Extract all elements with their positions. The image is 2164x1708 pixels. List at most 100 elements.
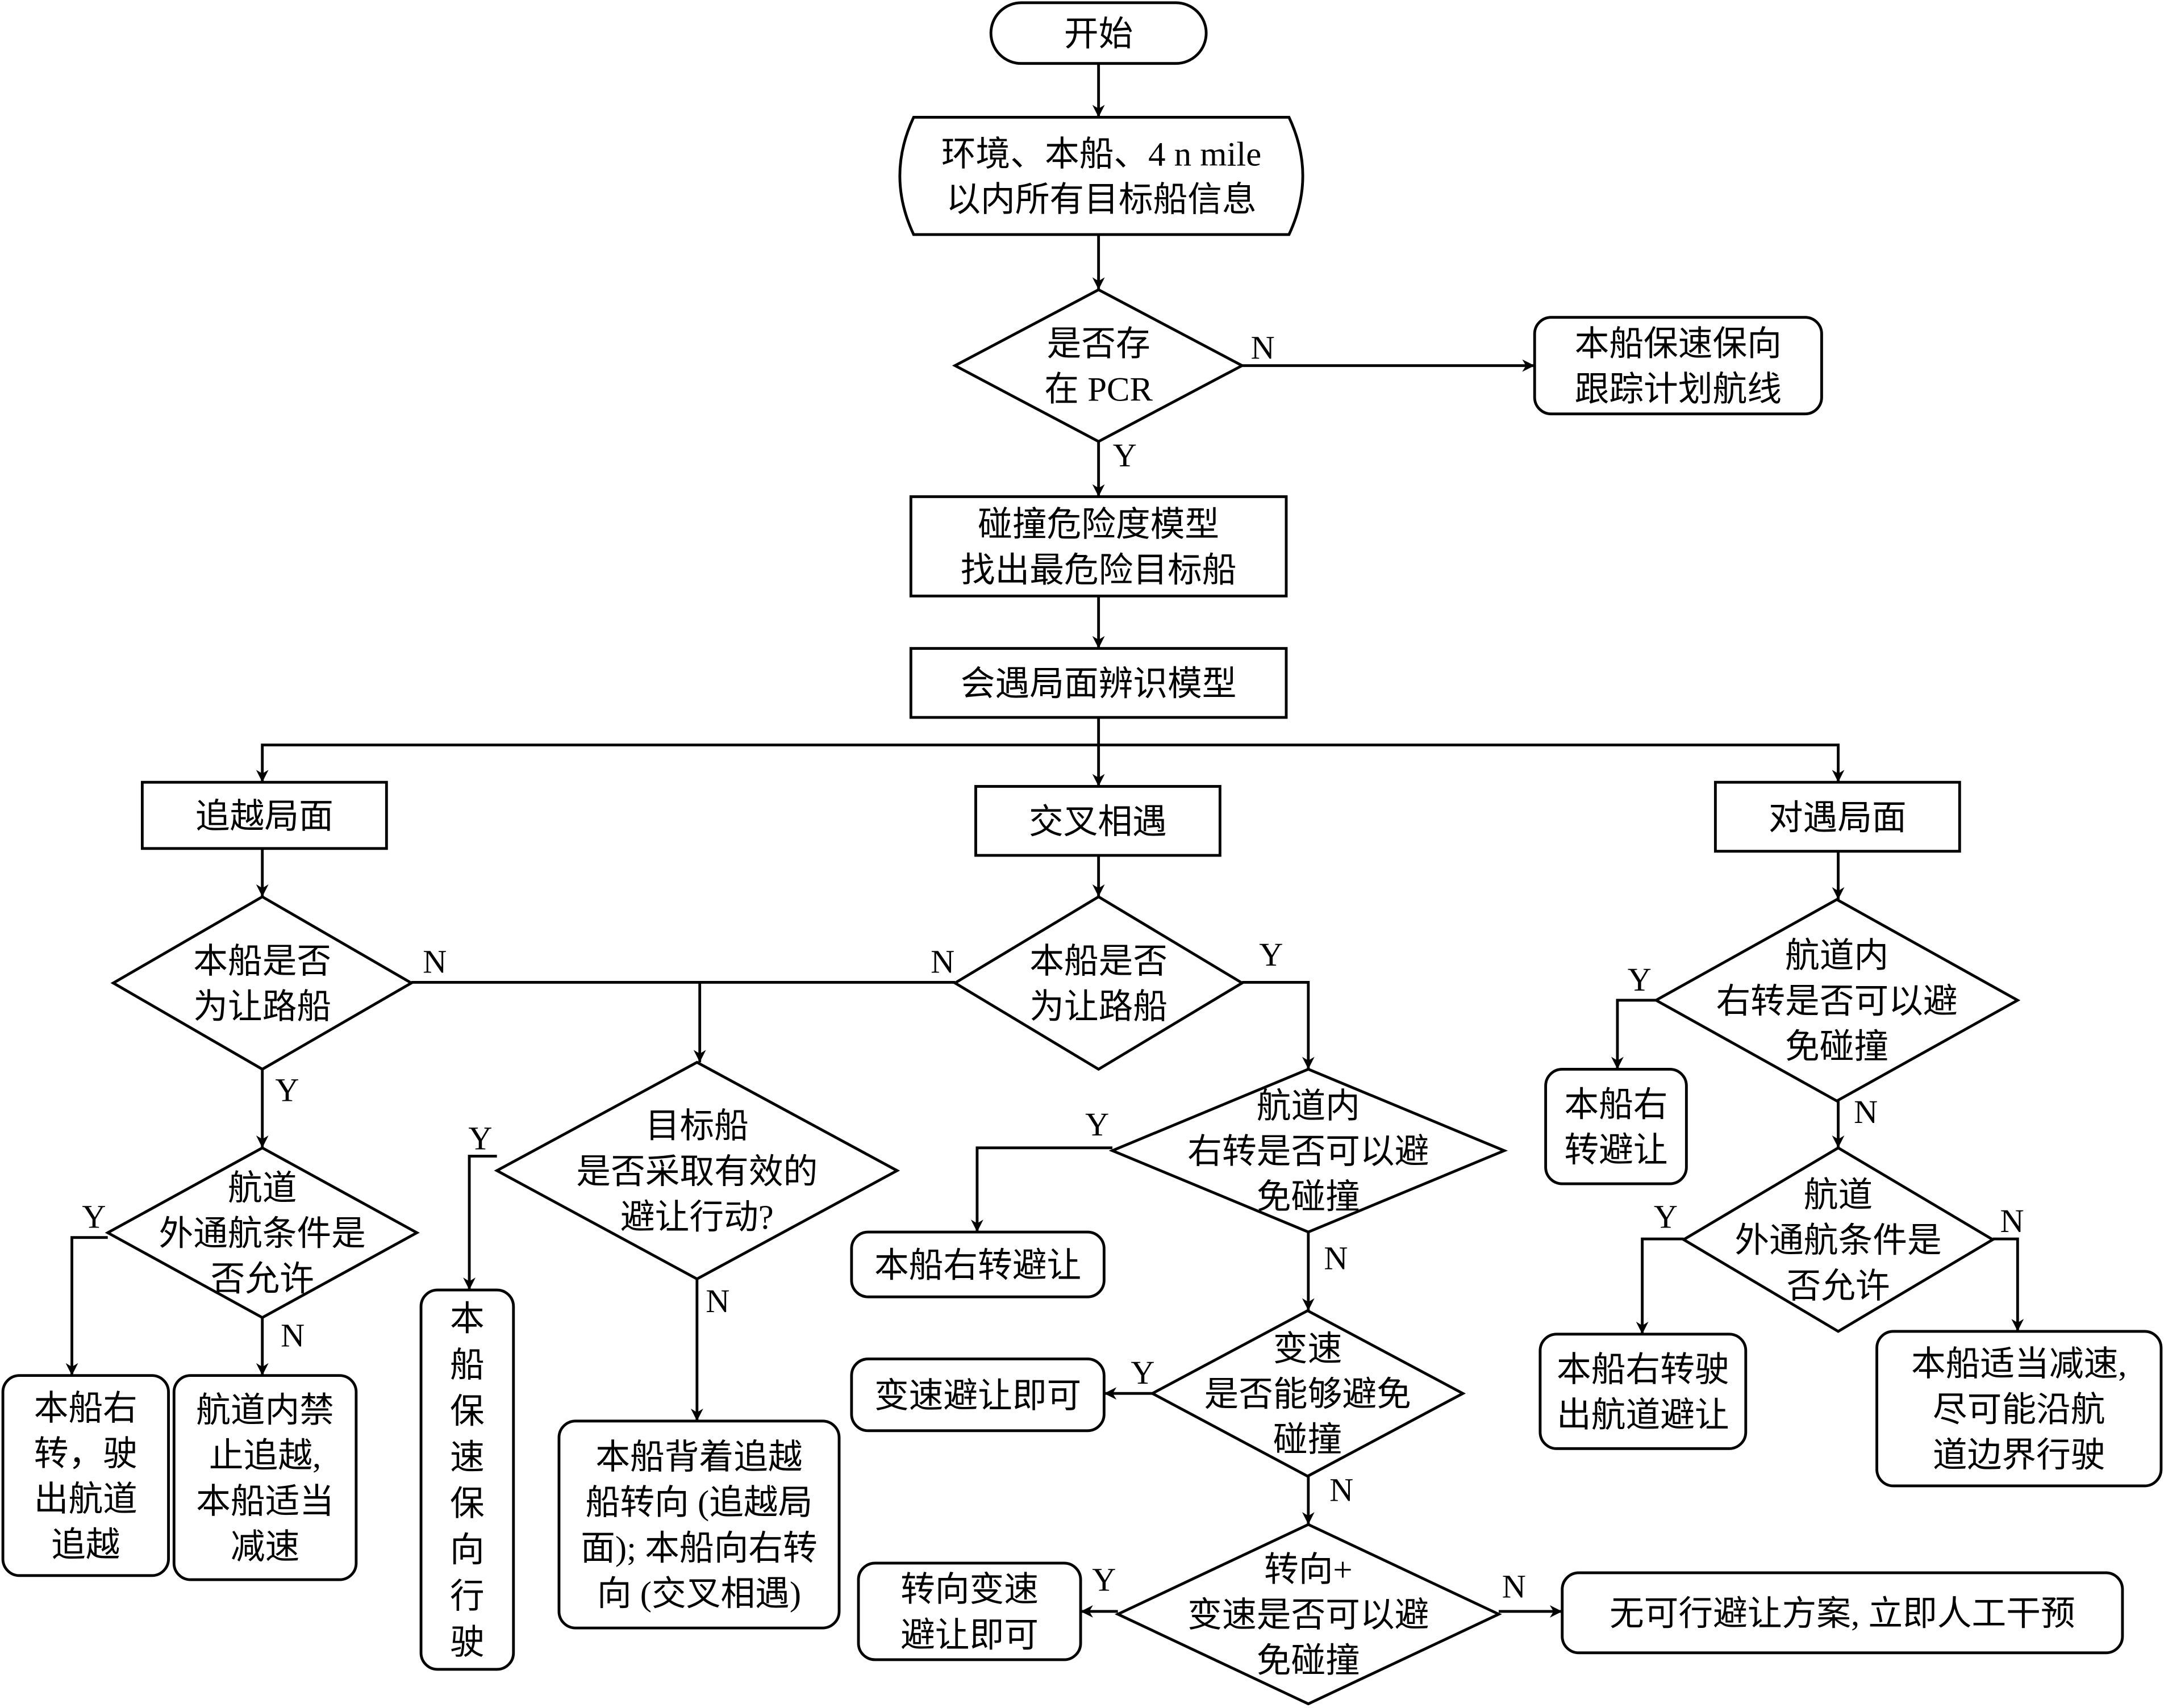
edge-label-no: N (1854, 1093, 1878, 1130)
node-text: 本船右转驶 (1557, 1351, 1729, 1389)
node-text: 本船右 (1564, 1086, 1667, 1124)
node-text: 本船右 (34, 1389, 137, 1427)
node-text: 本 (450, 1300, 485, 1338)
node-text: 转，驶 (34, 1435, 137, 1473)
process-shape (1713, 780, 1961, 853)
node-text: 在 PCR (1044, 371, 1153, 409)
process-shape (909, 647, 1288, 719)
node-text: 追越 (51, 1526, 120, 1564)
node-overtaking: 追越局面 (140, 780, 388, 850)
edge-label-no: N (281, 1317, 305, 1354)
edge-encounter-model-to-head-on (1098, 744, 1845, 783)
node-text: 变速是否可以避 (1187, 1597, 1429, 1635)
node-text: 船 (450, 1346, 485, 1384)
edge-d-giveway-cr-to-d-cr-turn (1242, 980, 1315, 1070)
rounded-shape (1561, 1571, 2124, 1655)
edge-d-giveway-ot-to-d-target-action (411, 980, 706, 1063)
node-speed-only: 变速避让即可 (850, 1358, 1106, 1433)
node-text: 目标船 (645, 1108, 749, 1146)
node-text: 道边界行驶 (1933, 1436, 2105, 1475)
node-manual: 无可行避让方案, 立即人工干预 (1561, 1571, 2124, 1655)
node-text: 外通航条件是 (159, 1215, 366, 1253)
edge-label-yes: Y (1131, 1354, 1154, 1391)
node-text: 驶 (450, 1624, 485, 1662)
node-text: 本船保速保向 (1575, 325, 1782, 363)
edge-label-yes: Y (1085, 1106, 1109, 1143)
stored-data-shape (898, 116, 1304, 236)
process-shape (909, 495, 1288, 598)
node-text: 本船右转避让 (874, 1247, 1081, 1285)
decision-shape (1653, 897, 2021, 1103)
rounded-shape (850, 1358, 1106, 1433)
rounded-shape (1875, 1330, 2163, 1488)
node-text: 是否存 (1047, 325, 1150, 363)
node-text: 免碰撞 (1257, 1642, 1360, 1680)
node-text: 是否采取有效的 (576, 1153, 818, 1191)
rounded-shape (857, 1561, 1082, 1661)
edge-label-no: N (1251, 329, 1275, 366)
node-text: 尽可能沿航 (1933, 1391, 2105, 1429)
edge-label-no: N (1502, 1568, 1526, 1605)
process-shape (140, 780, 388, 850)
node-text: 面); 本船向右转 (581, 1530, 818, 1568)
node-text: 否允许 (1786, 1267, 1890, 1305)
node-text: 对遇局面 (1769, 799, 1907, 837)
edge-label-no: N (2000, 1202, 2024, 1239)
edge-d-outside-ho-to-ho-turn-out (1636, 1237, 1684, 1334)
edge-label-yes: Y (1092, 1561, 1116, 1598)
node-text: 本船适当 (196, 1483, 334, 1521)
node-text: 变速 (1273, 1330, 1342, 1368)
node-text: 保 (450, 1485, 485, 1523)
node-text: 船转向 (追越局 (586, 1484, 813, 1522)
node-text: 本船背着追越 (595, 1439, 802, 1477)
rounded-shape (557, 1419, 841, 1630)
edge-label-no: N (1324, 1240, 1348, 1277)
node-text: 航道 (1804, 1176, 1873, 1214)
node-text: 追越局面 (195, 797, 333, 836)
edge-encounter-model-to-overtaking (256, 717, 1100, 783)
rounded-shape (1544, 1067, 1688, 1185)
edge-d-target-action-to-stand-on (463, 1155, 497, 1291)
node-text: 转向变速 (900, 1571, 1039, 1609)
rounded-shape (1533, 316, 1823, 416)
node-text: 速 (450, 1439, 485, 1477)
node-text: 碰撞 (1273, 1421, 1342, 1459)
terminal-shape (989, 1, 1208, 65)
edge-label-yes: Y (1628, 961, 1652, 998)
edge-label-yes: Y (468, 1120, 492, 1156)
edge-label-no: N (706, 1283, 729, 1319)
edge-label-yes: Y (1113, 437, 1137, 474)
node-text: 交叉相遇 (1029, 803, 1167, 841)
node-text: 转向+ (1264, 1551, 1353, 1589)
node-text: 航道内 (1257, 1087, 1360, 1125)
node-text: 航道 (228, 1170, 297, 1208)
node-text: 找出最危险目标船 (961, 552, 1237, 590)
node-text: 免碰撞 (1257, 1179, 1360, 1217)
node-text: 航道内 (1785, 937, 1888, 975)
process-shape (974, 785, 1221, 857)
node-text: 本船适当减速, (1911, 1346, 2127, 1384)
node-text: 减速 (231, 1528, 299, 1566)
node-text: 向 (450, 1531, 485, 1569)
edge-d-outside-ot-to-ot-turn-out (65, 1236, 108, 1376)
decision-shape (1108, 1067, 1508, 1234)
decision-shape (952, 288, 1245, 444)
